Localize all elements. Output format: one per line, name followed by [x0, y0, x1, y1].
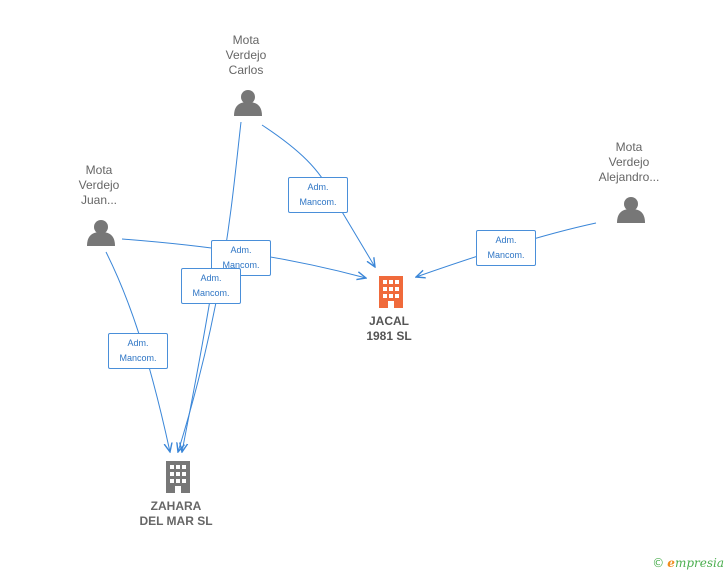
person-node-juan[interactable] [87, 220, 115, 246]
building-icon [379, 276, 403, 308]
edges-layer [105, 121, 597, 452]
company-label-zahara: ZAHARA DEL MAR SL [139, 499, 213, 528]
person-label-carlos: Mota Verdejo Carlos [225, 33, 267, 77]
company-node-jacal[interactable] [379, 276, 403, 308]
person-icon [617, 197, 645, 223]
brand-watermark: ©empresia [652, 556, 724, 570]
edge-label-carlos-jacal[interactable]: Adm. Mancom. [288, 177, 348, 213]
edge-label-alejandro-jacal[interactable]: Adm. Mancom. [476, 230, 536, 266]
copyright-symbol: © [652, 556, 665, 570]
brand-name: mpresia [674, 556, 724, 570]
edge-label-juan-zahara[interactable]: Adm. Mancom. [108, 333, 168, 369]
edge-label-carlos-zahara[interactable]: Adm. Mancom. [181, 268, 241, 304]
company-label-jacal: JACAL 1981 SL [366, 314, 412, 343]
brand-logo-initial: e [667, 556, 675, 570]
person-icon [87, 220, 115, 246]
person-label-alejandro: Mota Verdejo Alejandro... [598, 140, 660, 184]
person-icon [234, 90, 262, 116]
company-node-zahara[interactable] [166, 461, 190, 493]
building-icon [166, 461, 190, 493]
person-node-carlos[interactable] [234, 90, 262, 116]
edge-zahara-from-mid [182, 299, 211, 452]
person-label-juan: Mota Verdejo Juan... [78, 163, 120, 207]
person-node-alejandro[interactable] [617, 197, 645, 223]
